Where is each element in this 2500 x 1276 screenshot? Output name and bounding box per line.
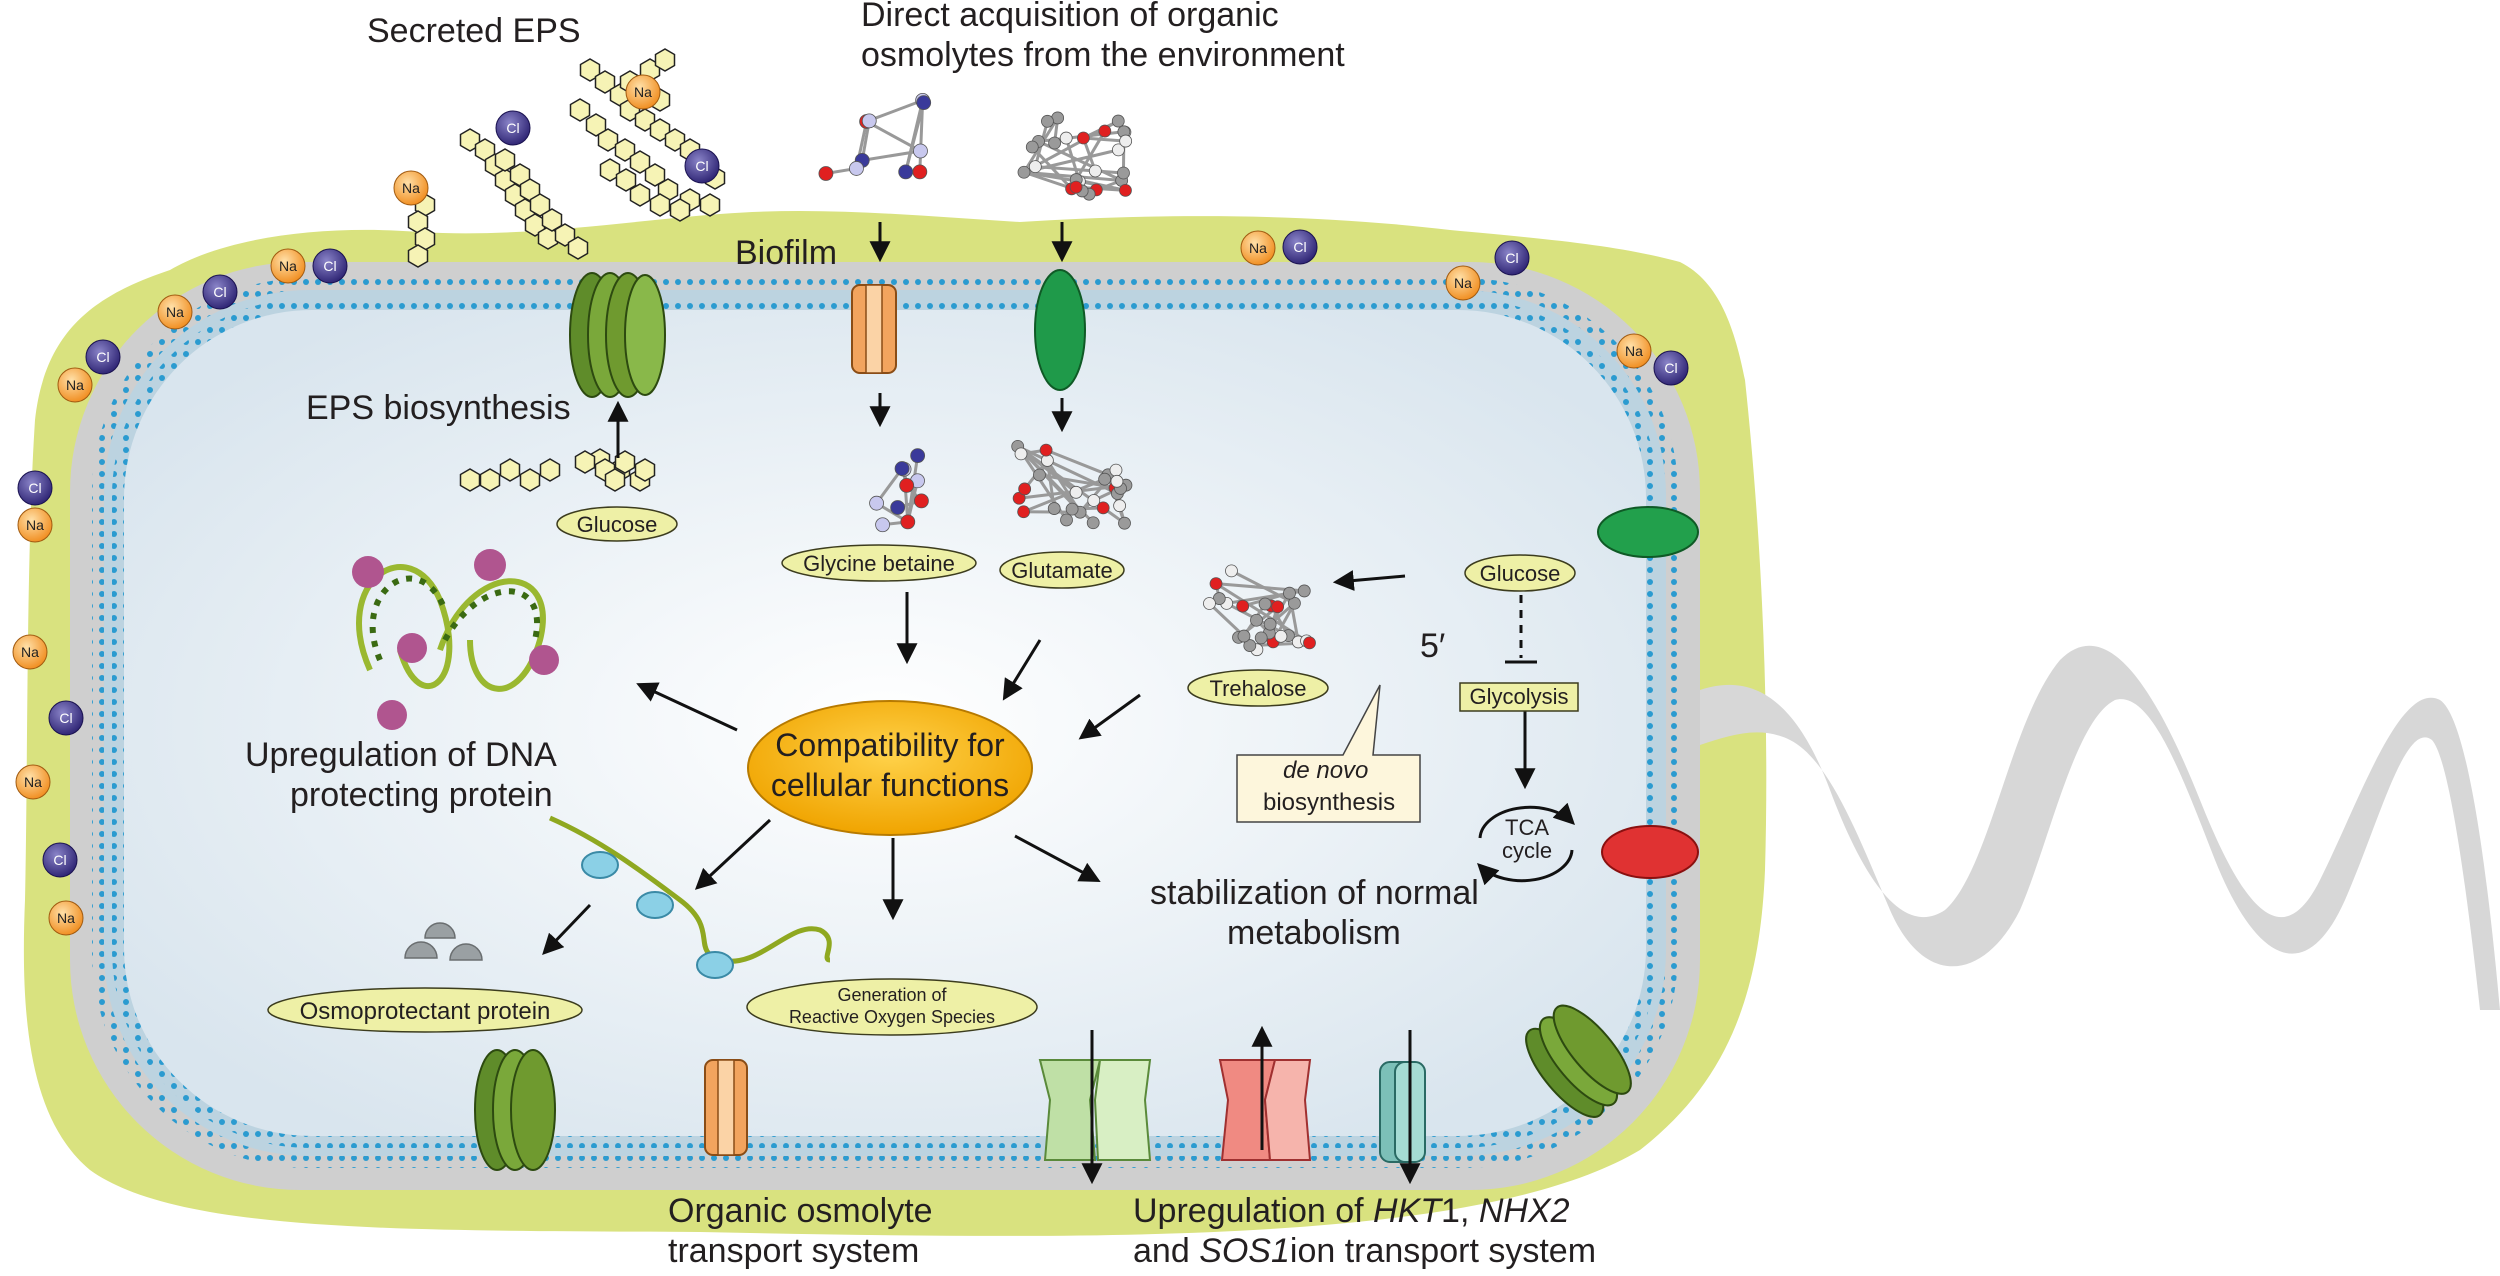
osmolyte-porter-top [852,285,896,373]
green-channel-top [1035,270,1085,390]
label-compat-1: Compatibility for [775,727,1005,763]
svg-text:Cl: Cl [28,480,41,496]
sodium-ion-icon: Na [1241,231,1275,265]
sodium-ion-icon: Na [271,249,305,283]
svg-text:Cl: Cl [53,852,66,868]
svg-text:Cl: Cl [695,158,708,174]
green-channel-right [1598,507,1698,557]
betaine-molecule-icon [819,93,931,180]
eps-export-complex [570,273,665,397]
svg-text:Cl: Cl [213,284,226,300]
label-upregulation-ion-1: Upregulation of HKT1, NHX2 [1133,1192,1570,1230]
red-channel-right [1602,826,1698,878]
chloride-ion-icon: Cl [313,249,347,283]
sodium-ion-icon: Na [158,295,192,329]
svg-text:Na: Na [57,910,75,926]
svg-text:Na: Na [279,258,297,274]
sodium-ion-icon: Na [394,171,428,205]
eps-complex-bottom [475,1050,555,1170]
sodium-ion-icon: Na [16,765,50,799]
label-upregulation-dna-2: protecting protein [290,776,553,814]
osmolyte-porter-bottom [705,1060,747,1155]
label-upregulation-ion-2: and SOS1ion transport system [1133,1232,1596,1270]
chloride-ion-icon: Cl [1283,230,1317,264]
label-eps-biosynthesis: EPS biosynthesis [306,389,571,427]
svg-text:Na: Na [66,377,84,393]
label-compat-2: cellular functions [771,767,1009,803]
svg-text:Na: Na [21,644,39,660]
svg-text:Cl: Cl [59,710,72,726]
svg-text:Cl: Cl [506,120,519,136]
svg-text:Na: Na [24,774,42,790]
pill-ros-2: Reactive Oxygen Species [789,1007,995,1027]
pill-glycine-betaine: Glycine betaine [803,551,955,576]
label-organic-transport-2: transport system [668,1232,919,1270]
chloride-ion-icon: Cl [1495,241,1529,275]
pill-trehalose: Trehalose [1209,676,1306,701]
svg-text:Cl: Cl [96,349,109,365]
label-organic-transport-1: Organic osmolyte [668,1192,933,1230]
label-tca-1: TCA [1505,815,1549,840]
label-direct-acquisition-2: osmolytes from the environment [861,36,1345,74]
svg-text:Na: Na [634,84,652,100]
label-upregulation-dna-1: Upregulation of DNA [245,736,557,774]
svg-text:Na: Na [402,180,420,196]
label-de-novo: de novo [1283,757,1368,784]
svg-text:Na: Na [166,304,184,320]
pill-glycolysis: Glycolysis [1469,684,1568,709]
chloride-ion-icon: Cl [18,471,52,505]
chloride-ion-icon: Cl [49,701,83,735]
sodium-ion-icon: Na [18,508,52,542]
glutamate-molecule-icon [1018,112,1132,200]
flagellum [1700,646,2500,1010]
svg-text:Cl: Cl [1505,250,1518,266]
nhx2-transporter [1220,1060,1310,1160]
svg-text:Na: Na [1454,275,1472,291]
sodium-ion-icon: Na [1446,266,1480,300]
sodium-ion-icon: Na [1617,334,1651,368]
svg-text:Na: Na [26,517,44,533]
sodium-ion-icon: Na [626,75,660,109]
svg-text:Cl: Cl [323,258,336,274]
sos1-transporter [1380,1062,1425,1162]
chloride-ion-icon: Cl [86,340,120,374]
chloride-ion-icon: Cl [203,275,237,309]
sodium-ion-icon: Na [58,368,92,402]
svg-text:Na: Na [1625,343,1643,359]
label-secreted-eps: Secreted EPS [367,12,581,50]
chloride-ion-icon: Cl [496,111,530,145]
chloride-ion-icon: Cl [685,149,719,183]
label-de-novo-biosynthesis: biosynthesis [1263,789,1395,816]
sodium-ion-icon: Na [49,901,83,935]
pill-glucose-right: Glucose [1480,561,1561,586]
chloride-ion-icon: Cl [43,843,77,877]
label-biofilm: Biofilm [735,234,837,272]
label-stabilization-2: metabolism [1227,914,1401,952]
svg-text:Cl: Cl [1293,239,1306,255]
pill-osmoprotectant: Osmoprotectant protein [300,998,551,1025]
pill-glutamate: Glutamate [1011,558,1113,583]
pill-glucose-eps: Glucose [577,512,658,537]
label-stabilization-1: stabilization of normal [1150,874,1479,912]
label-tca-2: cycle [1502,838,1552,863]
sodium-ion-icon: Na [13,635,47,669]
pill-ros-1: Generation of [837,985,947,1005]
chloride-ion-icon: Cl [1654,351,1688,385]
svg-text:Cl: Cl [1664,360,1677,376]
label-direct-acquisition-1: Direct acquisition of organic [861,0,1279,34]
label-five-prime: 5′ [1420,627,1445,665]
svg-text:Na: Na [1249,240,1267,256]
